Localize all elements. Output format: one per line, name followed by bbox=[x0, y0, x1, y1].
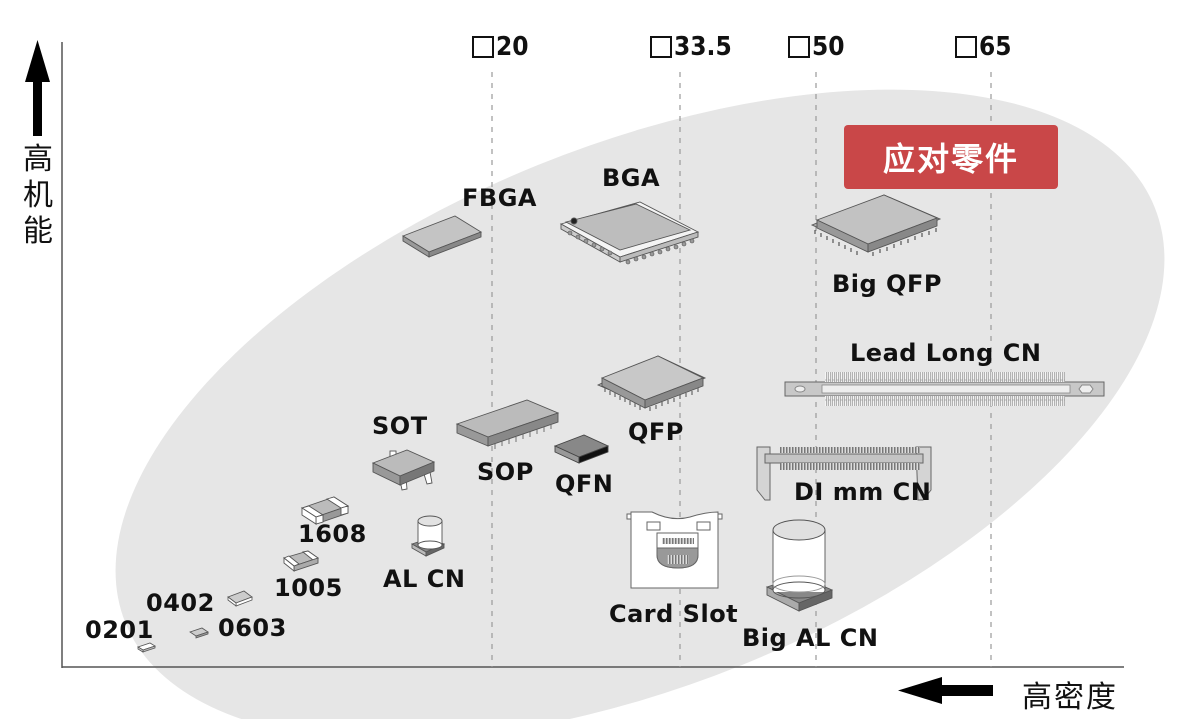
size-marker-65: 65 bbox=[955, 34, 1012, 60]
capability-region bbox=[115, 89, 1165, 719]
label-bga: BGA bbox=[602, 164, 661, 192]
label-0603: 0603 bbox=[218, 614, 287, 642]
qfn-package-image bbox=[553, 434, 610, 464]
label-fbga: FBGA bbox=[462, 184, 537, 212]
card-slot-image bbox=[626, 511, 723, 589]
square-icon bbox=[955, 36, 977, 58]
square-icon bbox=[650, 36, 672, 58]
label-lead-long-cn: Lead Long CN bbox=[850, 339, 1042, 367]
lead-long-connector-image bbox=[784, 372, 1105, 406]
dimm-connector-image bbox=[756, 446, 932, 501]
square-icon bbox=[472, 36, 494, 58]
size-marker-50: 50 bbox=[788, 34, 845, 60]
big-al-capacitor-image bbox=[765, 519, 834, 612]
fbga-package-image bbox=[401, 215, 483, 258]
label-1608: 1608 bbox=[298, 520, 367, 548]
chip-0402-image bbox=[189, 627, 209, 639]
label-0201: 0201 bbox=[85, 616, 154, 644]
chip-1608-image bbox=[300, 496, 350, 525]
label-sop: SOP bbox=[477, 458, 534, 486]
size-marker-label: 50 bbox=[812, 32, 845, 62]
supported-components-badge: 应对零件 bbox=[844, 125, 1058, 189]
qfp-package-image bbox=[596, 355, 707, 411]
bga-package-image bbox=[559, 201, 700, 265]
size-marker-label: 65 bbox=[979, 32, 1012, 62]
label-big-qfp: Big QFP bbox=[832, 270, 942, 298]
label-al-cn: AL CN bbox=[383, 565, 466, 593]
size-marker-33-5: 33.5 bbox=[650, 34, 732, 60]
square-icon bbox=[788, 36, 810, 58]
lead-pins-bottom bbox=[825, 396, 1065, 406]
label-sot: SOT bbox=[372, 412, 428, 440]
x-axis-label: 高密度 bbox=[1022, 680, 1118, 715]
chip-0201-image bbox=[137, 642, 156, 653]
sop-package-image bbox=[455, 399, 560, 449]
label-qfp: QFP bbox=[628, 418, 684, 446]
big-qfp-package-image bbox=[810, 194, 942, 256]
lead-pins-top bbox=[825, 372, 1065, 382]
chip-0603-image bbox=[227, 590, 253, 607]
label-0402: 0402 bbox=[146, 589, 215, 617]
up-arrow-icon bbox=[25, 40, 50, 136]
y-axis-label: 高机能 bbox=[23, 142, 53, 249]
chip-1005-image bbox=[283, 550, 319, 572]
label-big-al-cn: Big AL CN bbox=[742, 624, 879, 652]
label-1005: 1005 bbox=[274, 574, 343, 602]
al-capacitor-image bbox=[410, 515, 446, 557]
label-qfn: QFN bbox=[555, 470, 614, 498]
label-card-slot: Card Slot bbox=[609, 600, 739, 628]
sot-package-image bbox=[371, 449, 436, 491]
size-marker-20: 20 bbox=[472, 34, 529, 60]
left-arrow-icon bbox=[898, 677, 993, 704]
size-marker-label: 33.5 bbox=[674, 32, 732, 62]
size-marker-label: 20 bbox=[496, 32, 529, 62]
label-dimm-cn: DI mm CN bbox=[794, 478, 932, 506]
